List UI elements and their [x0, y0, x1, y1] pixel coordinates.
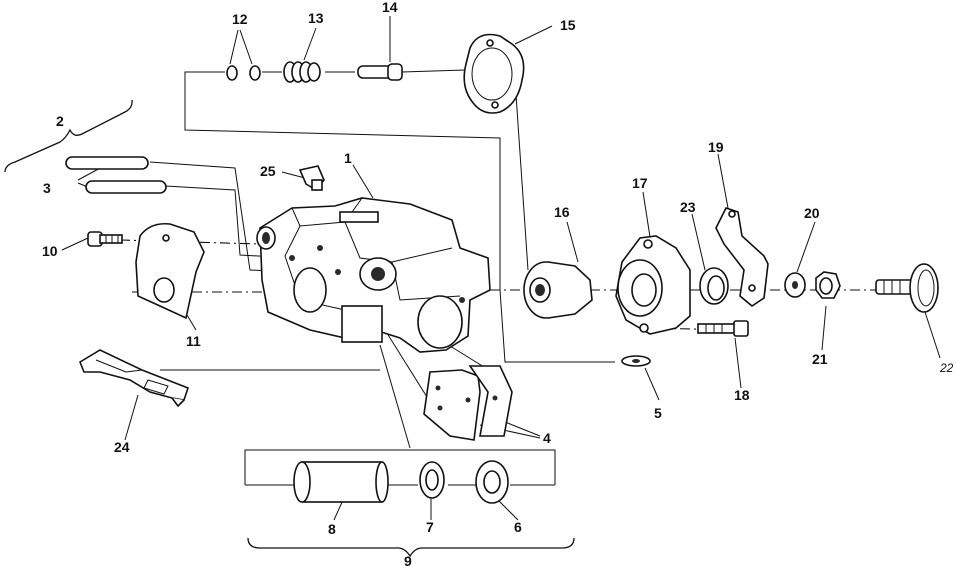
callout-16: 16: [554, 204, 570, 220]
part-piston-8: [293, 461, 389, 503]
callout-24: 24: [114, 439, 130, 455]
callout-23: 23: [680, 199, 696, 215]
part-seal-7: [419, 461, 445, 499]
callout-10: 10: [42, 243, 58, 259]
callout-4: 4: [543, 430, 551, 446]
part-spring-13: [283, 61, 321, 83]
callout-20: 20: [804, 205, 820, 221]
callout-1: 1: [344, 150, 352, 166]
part-pin-14: [357, 63, 403, 81]
part-washer-20: [784, 272, 806, 298]
part-cover-16: [523, 261, 593, 319]
part-bolt-10: [87, 231, 123, 247]
callouts: 1 2 3 4 5 6 7 8 9 10 11 12 13 14 15 16 1…: [42, 0, 954, 566]
part-ring-6: [475, 460, 509, 504]
callout-12: 12: [232, 11, 248, 27]
callout-14: 14: [382, 0, 398, 15]
callout-11: 11: [186, 333, 201, 349]
callout-5: 5: [654, 405, 662, 421]
part-pins-3: [65, 156, 167, 194]
callout-22: 22: [939, 361, 954, 375]
part-housing-17: [615, 235, 691, 335]
callout-2: 2: [56, 113, 64, 129]
part-lever-19: [715, 207, 769, 307]
callout-17: 17: [632, 175, 648, 191]
part-bolt-18: [697, 320, 749, 337]
callout-15: 15: [560, 17, 576, 33]
callout-13: 13: [308, 10, 324, 26]
callout-25: 25: [260, 163, 276, 179]
callout-7: 7: [426, 519, 434, 535]
callout-leaders: [4, 16, 941, 558]
callout-18: 18: [734, 387, 750, 403]
callout-19: 19: [708, 139, 724, 155]
part-clip-24: [79, 349, 189, 408]
part-caliper-body-1: [256, 197, 491, 353]
part-knob-22: [875, 263, 939, 313]
callout-21: 21: [812, 351, 828, 367]
callout-8: 8: [328, 521, 336, 537]
part-brake-pads-4: [423, 365, 513, 441]
part-washer-23: [699, 267, 729, 305]
part-washer-5: [621, 355, 651, 367]
part-gasket-15: [463, 33, 525, 114]
part-nut-21: [815, 271, 841, 299]
callout-9: 9: [404, 553, 412, 566]
part-fitting-25: [298, 165, 325, 192]
part-seals-12: [226, 65, 261, 81]
callout-3: 3: [43, 180, 51, 196]
callout-6: 6: [514, 519, 522, 535]
part-plate-11: [135, 222, 205, 320]
